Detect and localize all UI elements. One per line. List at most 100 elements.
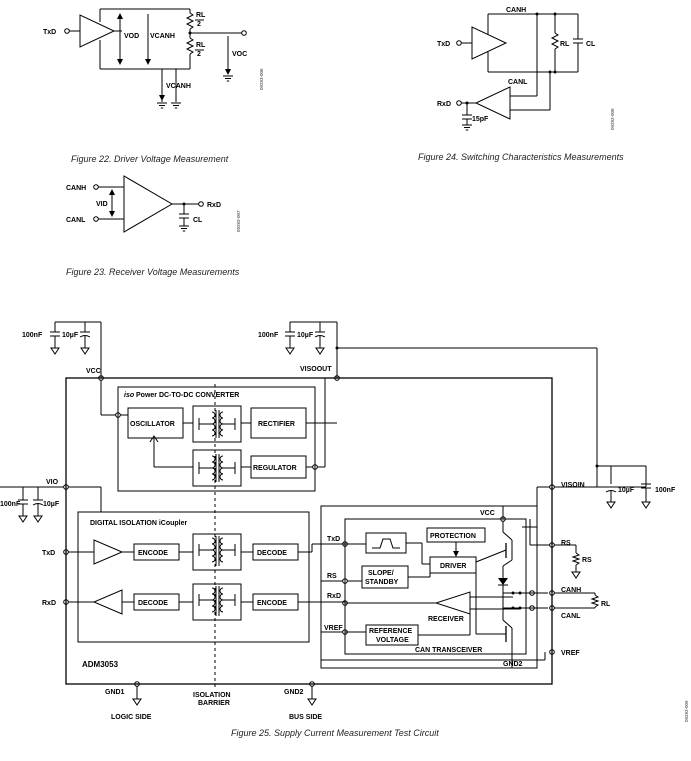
fig25-rl-resistor bbox=[590, 594, 600, 608]
fig24-rxd-label: RxD bbox=[437, 101, 451, 108]
fig25-rs-pin-label: RS bbox=[561, 540, 571, 547]
fig25-rxd-inner-label: RxD bbox=[327, 593, 341, 600]
fig24-receiver-triangle bbox=[474, 86, 511, 120]
fig25-gnd2-inner-label: GND2 bbox=[503, 661, 523, 668]
fig22-vcanh2-label: VCANH bbox=[166, 83, 191, 90]
fig25-c100nf-3-label: 100nF bbox=[0, 501, 21, 508]
fig25-reference-label-a: REFERENCE bbox=[369, 628, 413, 635]
fig24-canh-label: CANH bbox=[506, 7, 526, 14]
fig23-caption: Figure 23. Receiver Voltage Measurements bbox=[66, 267, 240, 277]
fig25-isolation-barrier-label-b: BARRIER bbox=[198, 700, 230, 707]
fig25-isolation-barrier-label-a: ISOLATION bbox=[193, 692, 231, 699]
fig25-transformer-bottom bbox=[198, 454, 236, 482]
fig25-driver-label: DRIVER bbox=[440, 563, 466, 570]
fig25-vcc-label: VCC bbox=[86, 368, 101, 375]
fig22-rl-resistor-top bbox=[185, 12, 195, 30]
fig25-isopower-block bbox=[117, 386, 316, 492]
fig25-c10uf-2-label: 10µF bbox=[297, 332, 314, 339]
fig25-gnd1-label: GND1 bbox=[105, 689, 125, 696]
fig24-txd-label: TxD bbox=[437, 41, 450, 48]
fig24-15pf-label: 15pF bbox=[472, 116, 489, 123]
fig22-code: 09283-006 bbox=[259, 68, 264, 90]
fig25-rectifier-block bbox=[250, 407, 307, 439]
fig25-part-name: ADM3053 bbox=[82, 660, 119, 669]
fig22-two-label-top: 2 bbox=[197, 21, 201, 28]
fig25-caption: Figure 25. Supply Current Measurement Te… bbox=[231, 728, 439, 738]
fig23-canl-label: CANL bbox=[66, 217, 86, 224]
fig25-vref-inner-label: VREF bbox=[324, 625, 343, 632]
fig25-c10uf-4-label: 10µF bbox=[618, 487, 635, 494]
fig24-cl-label: CL bbox=[586, 41, 596, 48]
fig25-adm3053-package bbox=[65, 377, 553, 685]
fig25-canh-label: CANH bbox=[561, 587, 581, 594]
fig25-can-transceiver-label: CAN TRANSCEIVER bbox=[415, 647, 482, 654]
fig25-vio-label: VIO bbox=[46, 479, 59, 486]
fig25-txd-label: TxD bbox=[42, 550, 55, 557]
figure-25-supply-current: 100nF 10µF VCC 100nF 10µF VISOOUT bbox=[0, 321, 689, 738]
fig25-receiver-label: RECEIVER bbox=[428, 616, 464, 623]
fig24-rl-label: RL bbox=[560, 41, 570, 48]
fig25-digital-isolation-block bbox=[77, 511, 310, 643]
fig25-c10uf-3-label: 10µF bbox=[43, 501, 60, 508]
fig25-transformer-top bbox=[198, 410, 236, 438]
fig25-rxd-buffer bbox=[92, 589, 123, 615]
fig25-decode-1-label: DECODE bbox=[257, 550, 287, 557]
fig25-slope-label-a: SLOPE/ bbox=[368, 570, 394, 577]
fig25-oscillator-block bbox=[127, 407, 184, 439]
fig25-receiver-comparator bbox=[434, 591, 471, 615]
fig25-c100nf-1-label: 100nF bbox=[22, 332, 43, 339]
fig22-rl-resistor-bottom bbox=[185, 37, 195, 55]
fig24-driver-triangle bbox=[471, 26, 508, 60]
fig25-rl-label: RL bbox=[601, 601, 611, 608]
fig25-txd-buffer bbox=[93, 539, 124, 565]
fig25-canl-label: CANL bbox=[561, 613, 581, 620]
fig22-vod-label: VOD bbox=[124, 33, 139, 40]
fig23-rxd-label: RxD bbox=[207, 202, 221, 209]
fig25-can-transceiver-block bbox=[344, 518, 527, 655]
fig25-encode-1-label: ENCODE bbox=[138, 550, 168, 557]
fig25-c100nf-4-label: 100nF bbox=[655, 487, 676, 494]
fig25-rs-resistor bbox=[571, 552, 581, 566]
figure-22-driver-voltage: TxD VOD VCANH RL 2 RL 2 VOC bbox=[43, 8, 264, 164]
fig25-transformer-tx bbox=[198, 536, 236, 566]
fig25-rectifier-label: RECTIFIER bbox=[258, 421, 295, 428]
fig25-logic-side-label: LOGIC SIDE bbox=[111, 714, 152, 721]
fig23-canh-label: CANH bbox=[66, 185, 86, 192]
fig24-caption: Figure 24. Switching Characteristics Mea… bbox=[418, 152, 624, 162]
fig25-reference-label-b: VOLTAGE bbox=[376, 637, 409, 644]
fig24-code: 09283-008 bbox=[610, 108, 615, 130]
fig25-visoout-label: VISOOUT bbox=[300, 366, 332, 373]
fig25-vref-pin-label: VREF bbox=[561, 650, 580, 657]
fig25-oscillator-label: OSCILLATOR bbox=[130, 421, 175, 428]
fig25-vcc-inner-label: VCC bbox=[480, 510, 495, 517]
fig25-rs-res-label: RS bbox=[582, 557, 592, 564]
fig22-rl-label-bottom: RL bbox=[196, 42, 206, 49]
figure-24-switching: CANH TxD RL CL CANL RxD bbox=[418, 7, 624, 162]
fig25-decode-2-label: DECODE bbox=[138, 600, 168, 607]
figure-23-receiver-voltage: CANH CANL VID RxD CL 09283-007 Figure 23… bbox=[66, 175, 241, 277]
fig22-driver-triangle bbox=[79, 14, 116, 48]
fig25-isopower-title-a: iso bbox=[124, 392, 135, 399]
fig22-rl-label-top: RL bbox=[196, 12, 206, 19]
fig22-two-label-bottom: 2 bbox=[197, 51, 201, 58]
fig25-edge-shaper-block bbox=[365, 532, 407, 554]
fig25-bus-side-label: BUS SIDE bbox=[289, 714, 322, 721]
fig24-rl-resistor bbox=[550, 32, 560, 50]
fig25-digital-isolation-label: DIGITAL ISOLATION iCoupler bbox=[90, 520, 187, 527]
fig23-cl-label: CL bbox=[193, 217, 203, 224]
fig22-voc-label: VOC bbox=[232, 51, 247, 58]
fig22-caption: Figure 22. Driver Voltage Measurement bbox=[71, 154, 229, 164]
fig25-gnd2-label: GND2 bbox=[284, 689, 304, 696]
fig25-encode-2-label: ENCODE bbox=[257, 600, 287, 607]
fig22-vcanh-label: VCANH bbox=[150, 33, 175, 40]
fig25-can-region bbox=[320, 505, 538, 669]
fig25-slope-label-b: STANDBY bbox=[365, 579, 399, 586]
fig25-regulator-label: REGULATOR bbox=[253, 465, 297, 472]
fig23-receiver-triangle bbox=[123, 175, 173, 233]
fig22-txd-label: TxD bbox=[43, 29, 56, 36]
fig25-isopower-title-b: Power DC-TO-DC CONVERTER bbox=[136, 392, 239, 399]
fig25-rs-inner-label: RS bbox=[327, 573, 337, 580]
fig23-vid-label: VID bbox=[96, 201, 108, 208]
fig25-driver-block bbox=[429, 556, 477, 574]
